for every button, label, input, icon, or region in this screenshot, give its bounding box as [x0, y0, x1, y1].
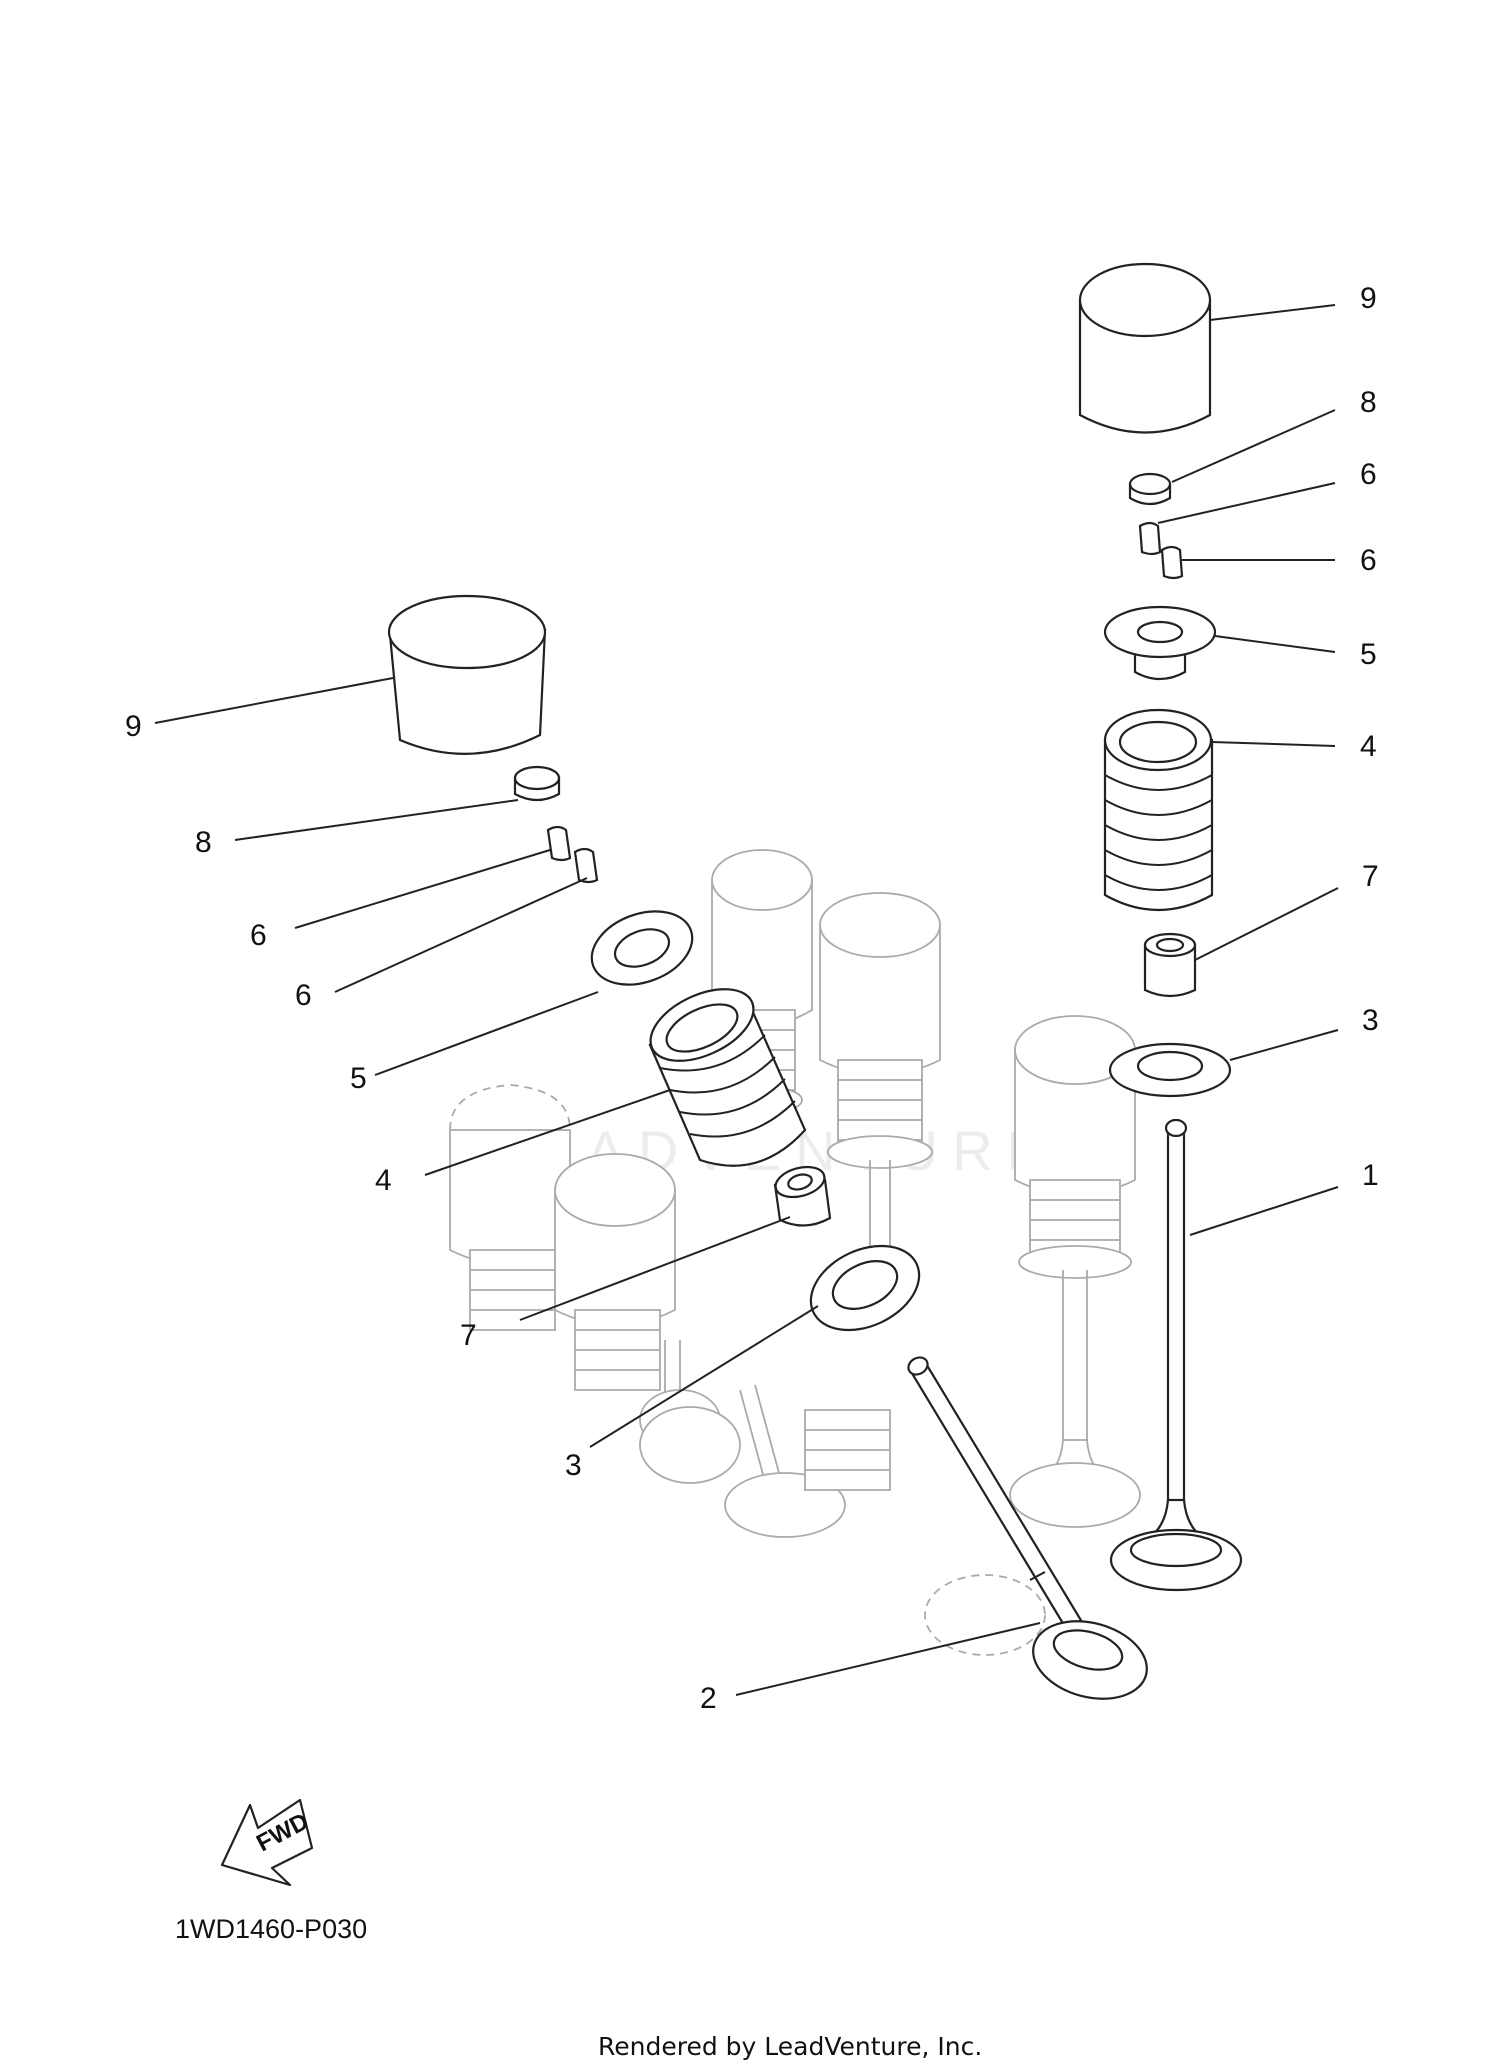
callout-9-right: 9 — [1360, 282, 1377, 315]
part-code: 1WD1460-P030 — [175, 1914, 367, 1944]
callout-6-left-lower: 6 — [295, 979, 312, 1012]
callout-8-right: 8 — [1360, 386, 1377, 419]
callouts: 9 8 6 6 5 4 7 3 1 2 3 7 4 5 6 6 8 9 — [125, 282, 1379, 1715]
valve-spring-seat-right — [1108, 1042, 1232, 1098]
valve-spring-retainer-right — [1103, 605, 1217, 681]
callout-8-left: 8 — [195, 826, 212, 859]
exhaust-valve — [907, 1356, 1148, 1700]
valve-cotter-right-1 — [1138, 521, 1162, 556]
valve-stem-seal-left — [773, 1165, 832, 1227]
valve-spring-seat-left — [809, 1244, 921, 1332]
valve-spring-retainer-left — [590, 910, 694, 986]
callout-6-right-upper: 6 — [1360, 458, 1377, 491]
valve-cotter-left-1 — [546, 825, 572, 862]
callout-1: 1 — [1362, 1159, 1379, 1192]
ghost-assembly-3 — [1009, 1015, 1141, 1528]
right-valve-stack — [1078, 262, 1243, 1592]
intake-valve — [1109, 1118, 1243, 1592]
ghost-assemblies — [449, 849, 1141, 1656]
callout-4-right: 4 — [1360, 730, 1377, 763]
valve-cotter-left-2 — [573, 847, 599, 884]
callout-7-left: 7 — [460, 1319, 477, 1352]
left-valve-stack — [387, 594, 1148, 1700]
callout-3-left: 3 — [565, 1449, 582, 1482]
ghost-assembly-2 — [819, 892, 941, 1310]
valve-cotter-right-2 — [1160, 545, 1184, 580]
callout-7-right: 7 — [1362, 860, 1379, 893]
fwd-arrow-icon: FWD — [220, 1798, 314, 1887]
valve-spring-left — [648, 988, 807, 1167]
callout-5-left: 5 — [350, 1062, 367, 1095]
leader-lines — [154, 304, 1339, 1696]
callout-3-right: 3 — [1362, 1004, 1379, 1037]
callout-5-right: 5 — [1360, 638, 1377, 671]
callout-9-left: 9 — [125, 710, 142, 743]
valve-pad-right — [1128, 472, 1172, 506]
ghost-assembly-5 — [554, 1153, 846, 1538]
callout-6-right-lower: 6 — [1360, 544, 1377, 577]
callout-4-left: 4 — [375, 1164, 392, 1197]
valve-spring-right — [1103, 708, 1214, 911]
credit-text: Rendered by LeadVenture, Inc. — [598, 2032, 982, 2061]
valve-lifter-bucket-left — [387, 594, 547, 755]
callout-6-left-upper: 6 — [250, 919, 267, 952]
valve-lifter-bucket-right — [1078, 262, 1212, 434]
callout-2: 2 — [700, 1682, 717, 1715]
valve-stem-seal-right — [1143, 932, 1197, 998]
ghost-assembly-6 — [804, 1409, 1046, 1656]
valve-pad-left — [513, 765, 561, 802]
